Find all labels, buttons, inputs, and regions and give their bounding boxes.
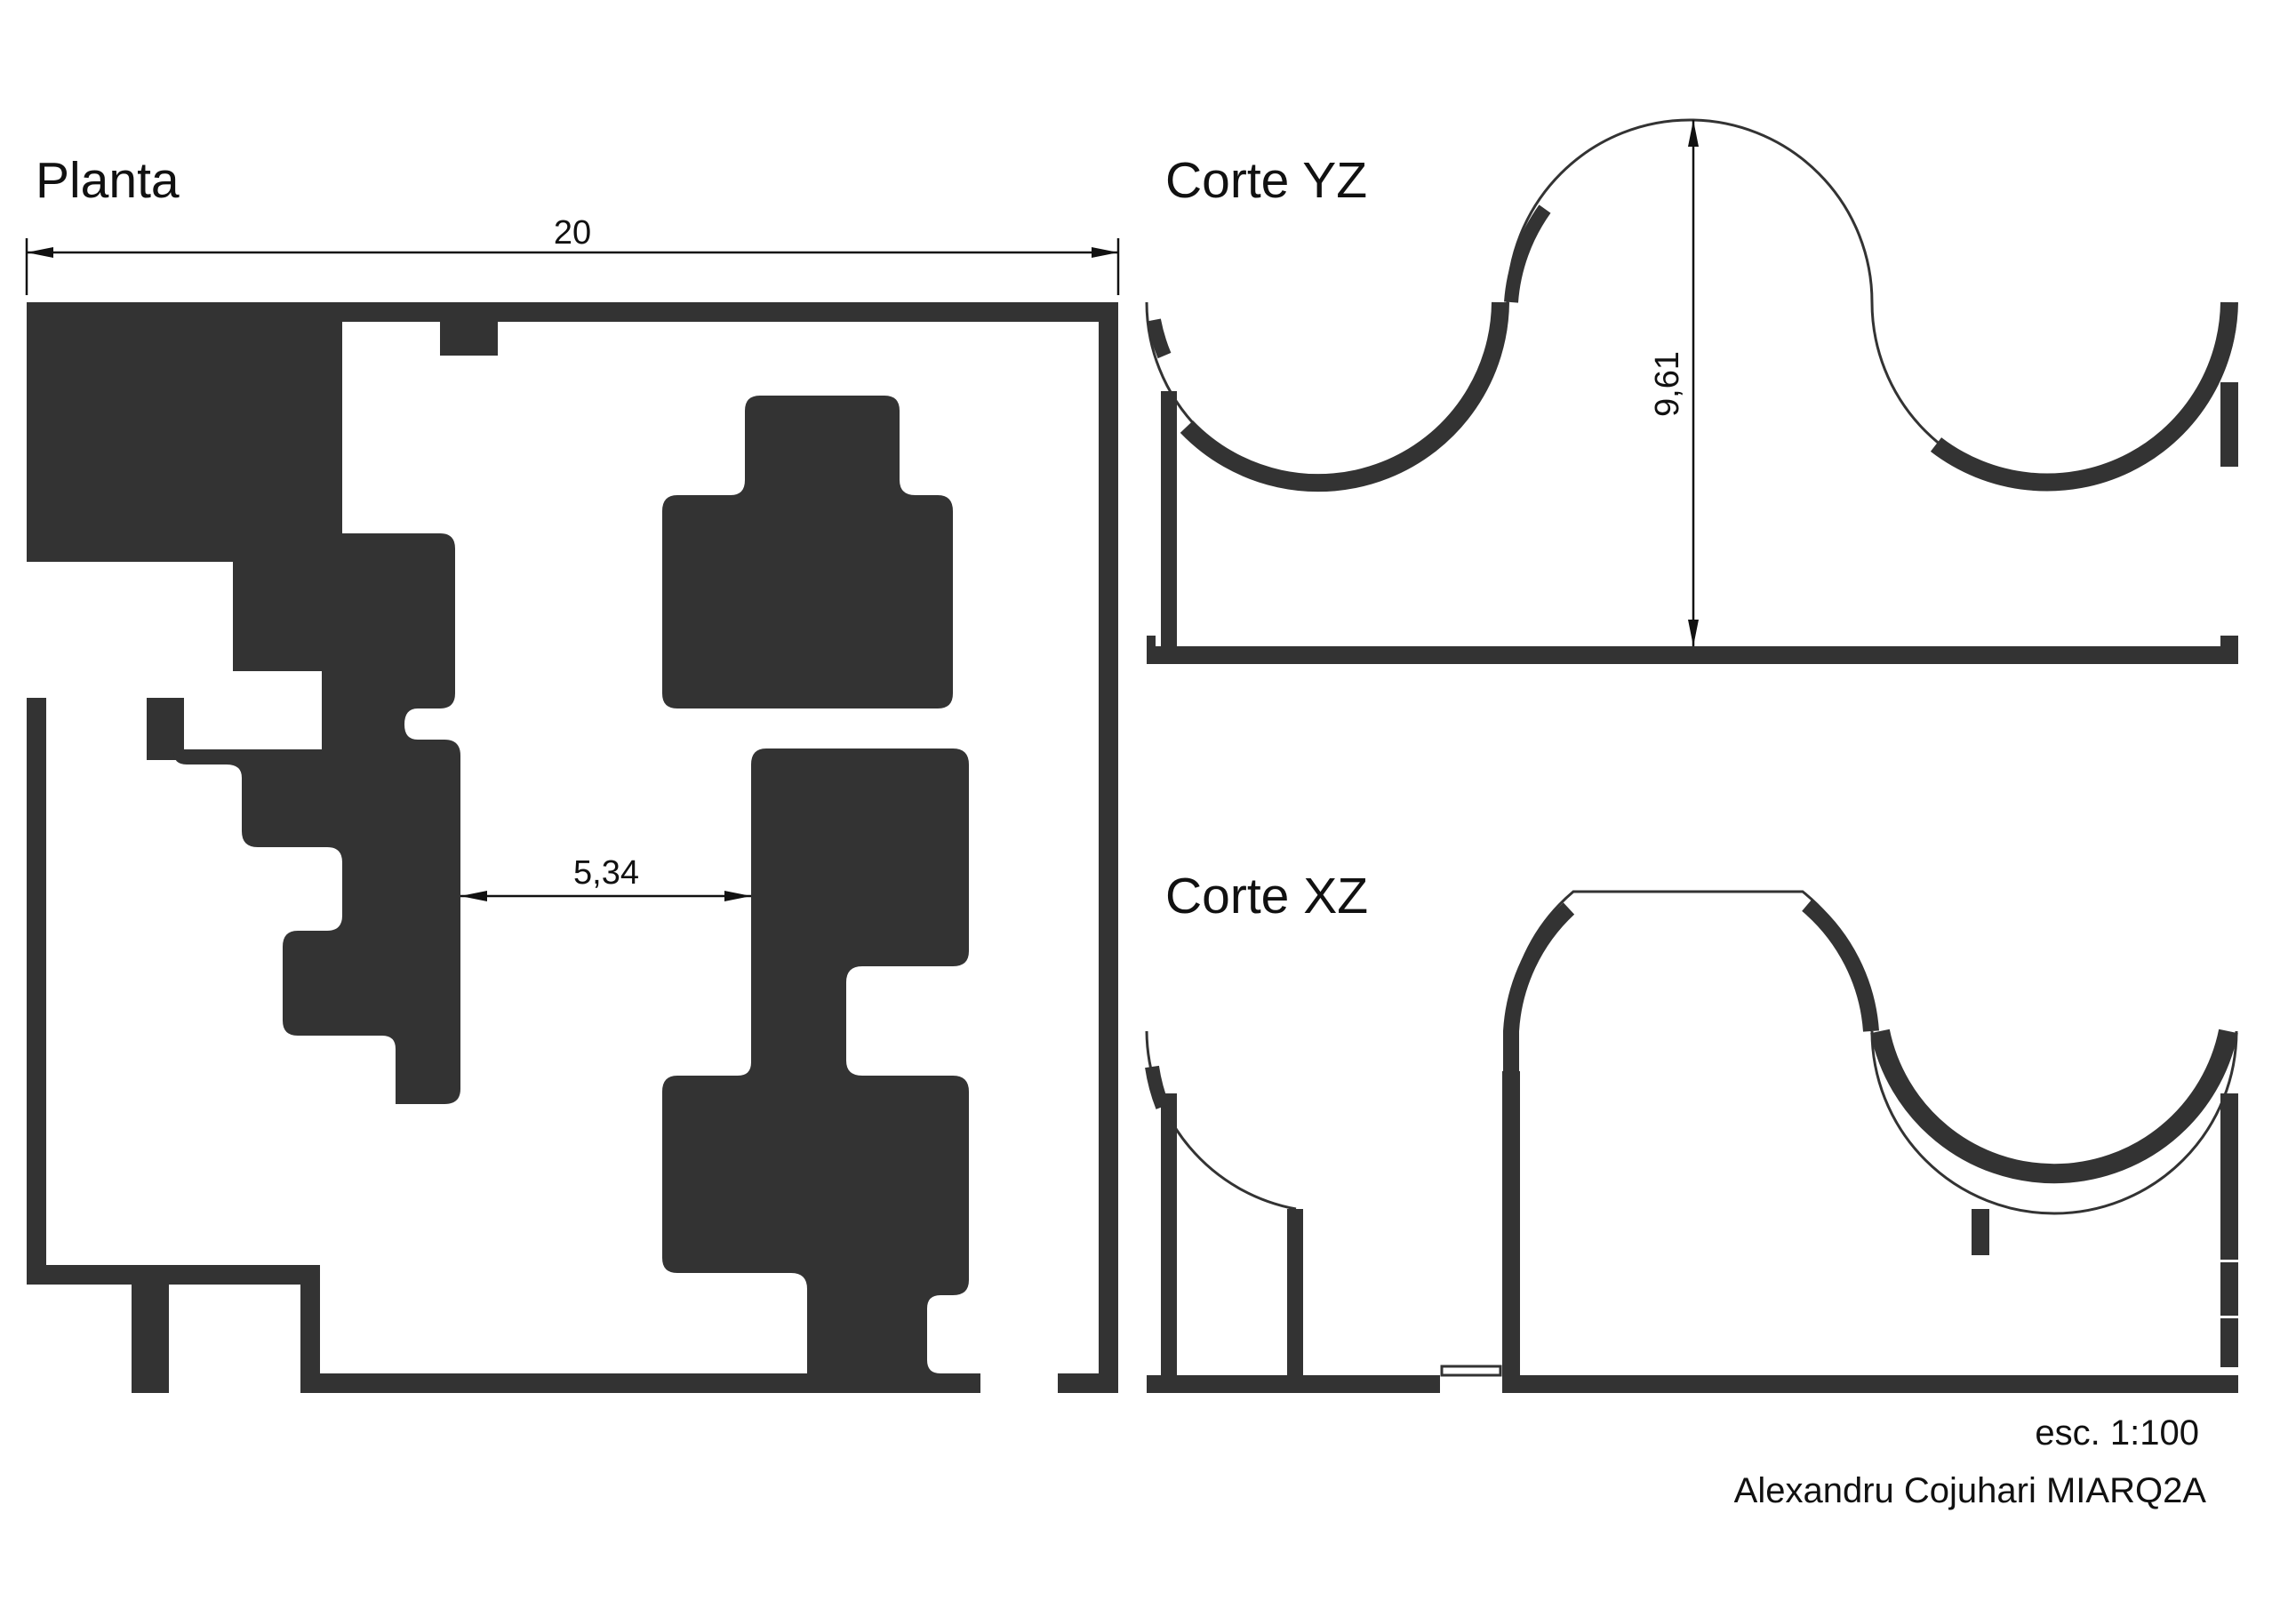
section-xz-drawing [1145,890,2238,1393]
section-yz-drawing [1145,118,2238,664]
scale-label: esc. 1:100 [2035,1413,2199,1453]
section-height-dimension [1688,120,1699,646]
plan-drawing [25,238,1120,1393]
section-xz-title: Corte XZ [1165,868,1368,925]
section-height-label: 9,61 [1649,351,1686,417]
plan-mass-top-center [662,396,953,708]
author-label: Alexandru Cojuhari MIARQ2A [1734,1471,2207,1510]
plan-mass-upper-left [27,302,460,1104]
plan-width-label: 20 [554,214,591,252]
plan-title: Planta [36,152,180,209]
plan-width-dimension [25,238,1120,295]
plan-gap-dimension [460,891,751,901]
plan-gap-label: 5,34 [573,854,639,892]
section-yz-title: Corte YZ [1165,152,1367,209]
plan-mass-lower-right [662,748,980,1393]
